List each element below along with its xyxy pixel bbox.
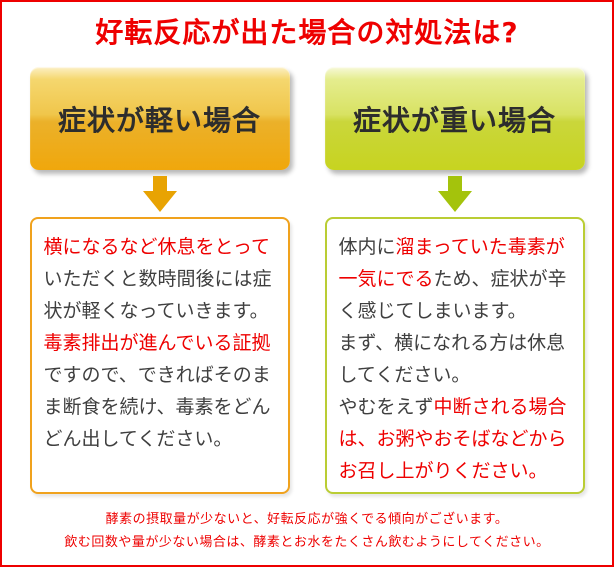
severe-case-header: 症状が重い場合 — [324, 67, 585, 170]
mild-case-column: 症状が軽い場合 横になるなど休息をとっていただくと数時間後には症状が軽くなってい… — [29, 67, 290, 494]
mild-case-description: 横になるなど休息をとっていただくと数時間後には症状が軽くなっていきます。毒素排出… — [29, 217, 290, 494]
mild-case-header: 症状が軽い場合 — [29, 67, 290, 170]
footer-line-1: 酵素の摂取量が少ないと、好転反応が強くでる傾向がございます。 — [105, 512, 509, 527]
footer-note: 酵素の摂取量が少ないと、好転反応が強くでる傾向がございます。 飲む回数や量が少な… — [2, 508, 612, 554]
severe-case-column: 症状が重い場合 体内に溜まっていた毒素が一気にでるため、症状が辛く感じてしまいま… — [324, 67, 585, 494]
page-title: 好転反応が出た場合の対処法は? — [95, 16, 519, 49]
mild-down-arrow-icon — [142, 170, 177, 217]
footer-line-2: 飲む回数や量が少ない場合は、酵素とお水をたくさん飲むようにしてください。 — [64, 535, 550, 550]
two-case-grid: 症状が軽い場合 横になるなど休息をとっていただくと数時間後には症状が軽くなってい… — [2, 67, 612, 494]
severe-down-arrow-icon — [437, 170, 472, 217]
severe-case-description: 体内に溜まっていた毒素が一気にでるため、症状が辛く感じてしまいます。まず、横にな… — [324, 217, 585, 494]
